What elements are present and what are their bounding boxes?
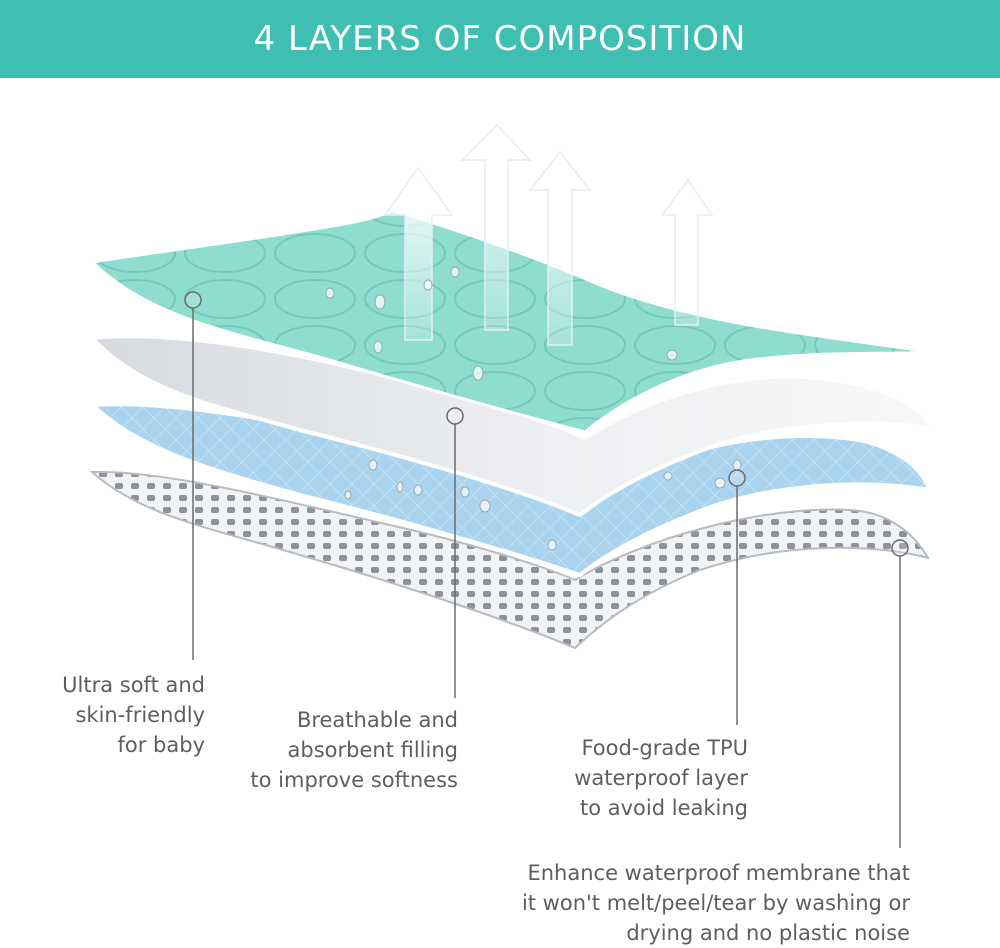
caption-membrane: Enhance waterproof membrane that it won'… bbox=[440, 858, 910, 948]
callout-filling bbox=[446, 407, 464, 698]
callout-top-fabric bbox=[184, 291, 202, 660]
caption-line: it won't melt/peel/tear by washing or bbox=[521, 891, 910, 915]
caption-line: Enhance waterproof membrane that bbox=[527, 861, 910, 885]
water-droplets bbox=[325, 266, 742, 551]
air-arrow-icon bbox=[383, 166, 454, 341]
caption-tpu: Food-grade TPU waterproof layer to avoid… bbox=[520, 733, 748, 823]
header-banner: 4 LAYERS OF COMPOSITION bbox=[0, 0, 1000, 78]
caption-line: drying and no plastic noise bbox=[626, 921, 910, 945]
membrane-layer bbox=[89, 470, 931, 650]
page-title: 4 LAYERS OF COMPOSITION bbox=[253, 19, 747, 59]
top-fabric-layer bbox=[88, 208, 931, 434]
caption-line: waterproof layer bbox=[574, 766, 748, 790]
caption-top-fabric: Ultra soft and skin-friendly for baby bbox=[20, 670, 205, 760]
caption-line: Ultra soft and bbox=[62, 673, 205, 697]
air-arrow-icon bbox=[460, 123, 532, 331]
air-arrow-icon bbox=[660, 178, 714, 326]
caption-line: Breathable and bbox=[296, 708, 458, 732]
caption-line: skin-friendly bbox=[75, 703, 205, 727]
caption-filling: Breathable and absorbent filling to impr… bbox=[200, 705, 458, 795]
caption-line: absorbent filling bbox=[287, 738, 458, 762]
caption-line: to avoid leaking bbox=[580, 796, 748, 820]
callout-membrane bbox=[891, 539, 909, 848]
air-arrows bbox=[383, 123, 714, 346]
caption-line: for baby bbox=[117, 733, 205, 757]
caption-line: Food-grade TPU bbox=[581, 736, 748, 760]
caption-line: to improve softness bbox=[250, 768, 458, 792]
callout-lines bbox=[184, 291, 909, 848]
air-arrow-icon bbox=[528, 150, 592, 346]
callout-tpu bbox=[728, 469, 746, 725]
